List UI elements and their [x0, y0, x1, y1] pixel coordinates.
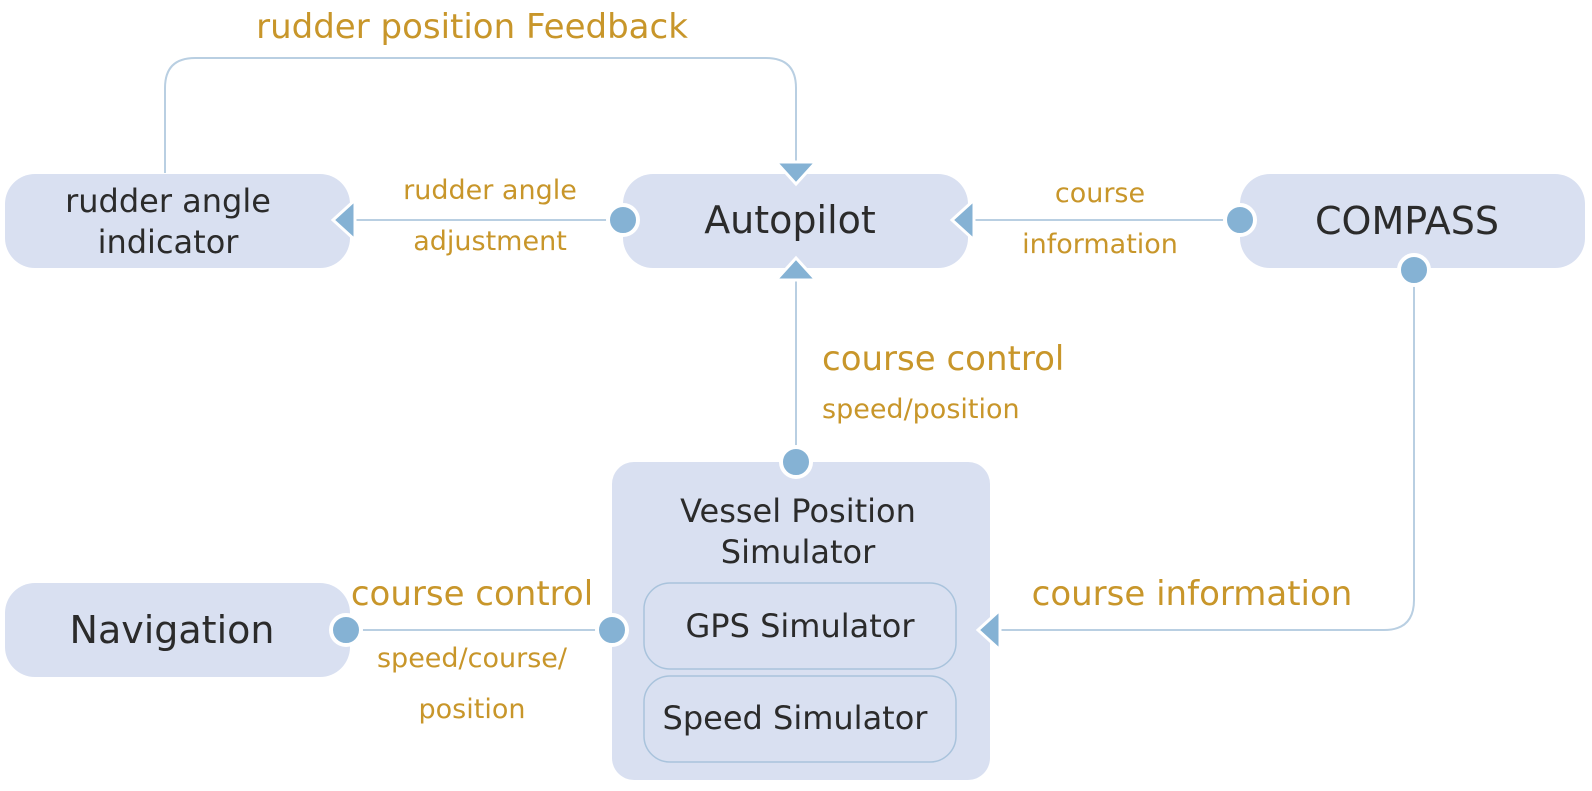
node-rudder-angle-indicator[interactable]: rudder angle indicator [5, 174, 350, 268]
gps-simulator[interactable]: GPS Simulator [643, 582, 957, 670]
vessel-simulator-label-line2: Simulator [721, 533, 876, 571]
compass-autopilot-label-line1: course [1055, 178, 1145, 209]
speed-simulator-box [643, 675, 957, 763]
vessel-simulator-label-line1: Vessel Position [680, 492, 916, 530]
navigation-edge-label-line2: speed/course/ [377, 643, 568, 674]
feedback-connector [164, 57, 797, 173]
simulator-autopilot-arrow-icon [772, 255, 820, 282]
compass-label: COMPASS [1315, 199, 1499, 243]
compass-autopilot-label-line2: information [1022, 229, 1178, 260]
compass-simulator-arrow-icon [975, 606, 1002, 654]
navigation-edge-label-line3: position [419, 694, 526, 725]
rudder-indicator-box [5, 174, 350, 268]
simulator-autopilot-label-line2: speed/position [822, 394, 1020, 425]
gps-simulator-label: GPS Simulator [685, 607, 915, 645]
feedback-arrow-icon [772, 160, 820, 187]
navigation-port[interactable] [329, 613, 363, 647]
compass-output-port-left[interactable] [1223, 203, 1257, 237]
rudder-adjustment-label-line2: adjustment [413, 226, 567, 257]
speed-simulator[interactable]: Speed Simulator [643, 675, 957, 763]
compass-simulator-label: course information [1032, 574, 1353, 614]
simulator-output-port-top[interactable] [779, 445, 813, 479]
rudder-adjustment-label-line1: rudder angle [403, 175, 577, 206]
navigation-box [5, 583, 350, 677]
autopilot-box [623, 174, 968, 268]
compass-autopilot-arrow-icon [949, 196, 976, 244]
simulator-port-left[interactable] [595, 613, 629, 647]
node-vessel-position-simulator[interactable]: Vessel Position Simulator GPS Simulator … [612, 462, 990, 780]
autopilot-label: Autopilot [704, 198, 876, 242]
rudder-indicator-label-line2: indicator [98, 223, 240, 261]
feedback-edge-label: rudder position Feedback [256, 7, 688, 47]
compass-output-port-bottom[interactable] [1397, 253, 1431, 287]
node-navigation[interactable]: Navigation [5, 583, 350, 677]
autopilot-output-port[interactable] [606, 203, 640, 237]
node-autopilot[interactable]: Autopilot [623, 174, 968, 268]
speed-simulator-label: Speed Simulator [663, 699, 929, 737]
compass-box [1240, 174, 1585, 268]
rudder-adjustment-arrow-icon [330, 196, 357, 244]
compass-simulator-connector [996, 272, 1415, 631]
rudder-indicator-label-line1: rudder angle [65, 182, 271, 220]
node-compass[interactable]: COMPASS [1240, 174, 1585, 268]
navigation-edge-label-line1: course control [351, 574, 593, 614]
gps-simulator-box [643, 582, 957, 670]
simulator-autopilot-label-line1: course control [822, 339, 1064, 379]
navigation-label: Navigation [70, 608, 275, 652]
